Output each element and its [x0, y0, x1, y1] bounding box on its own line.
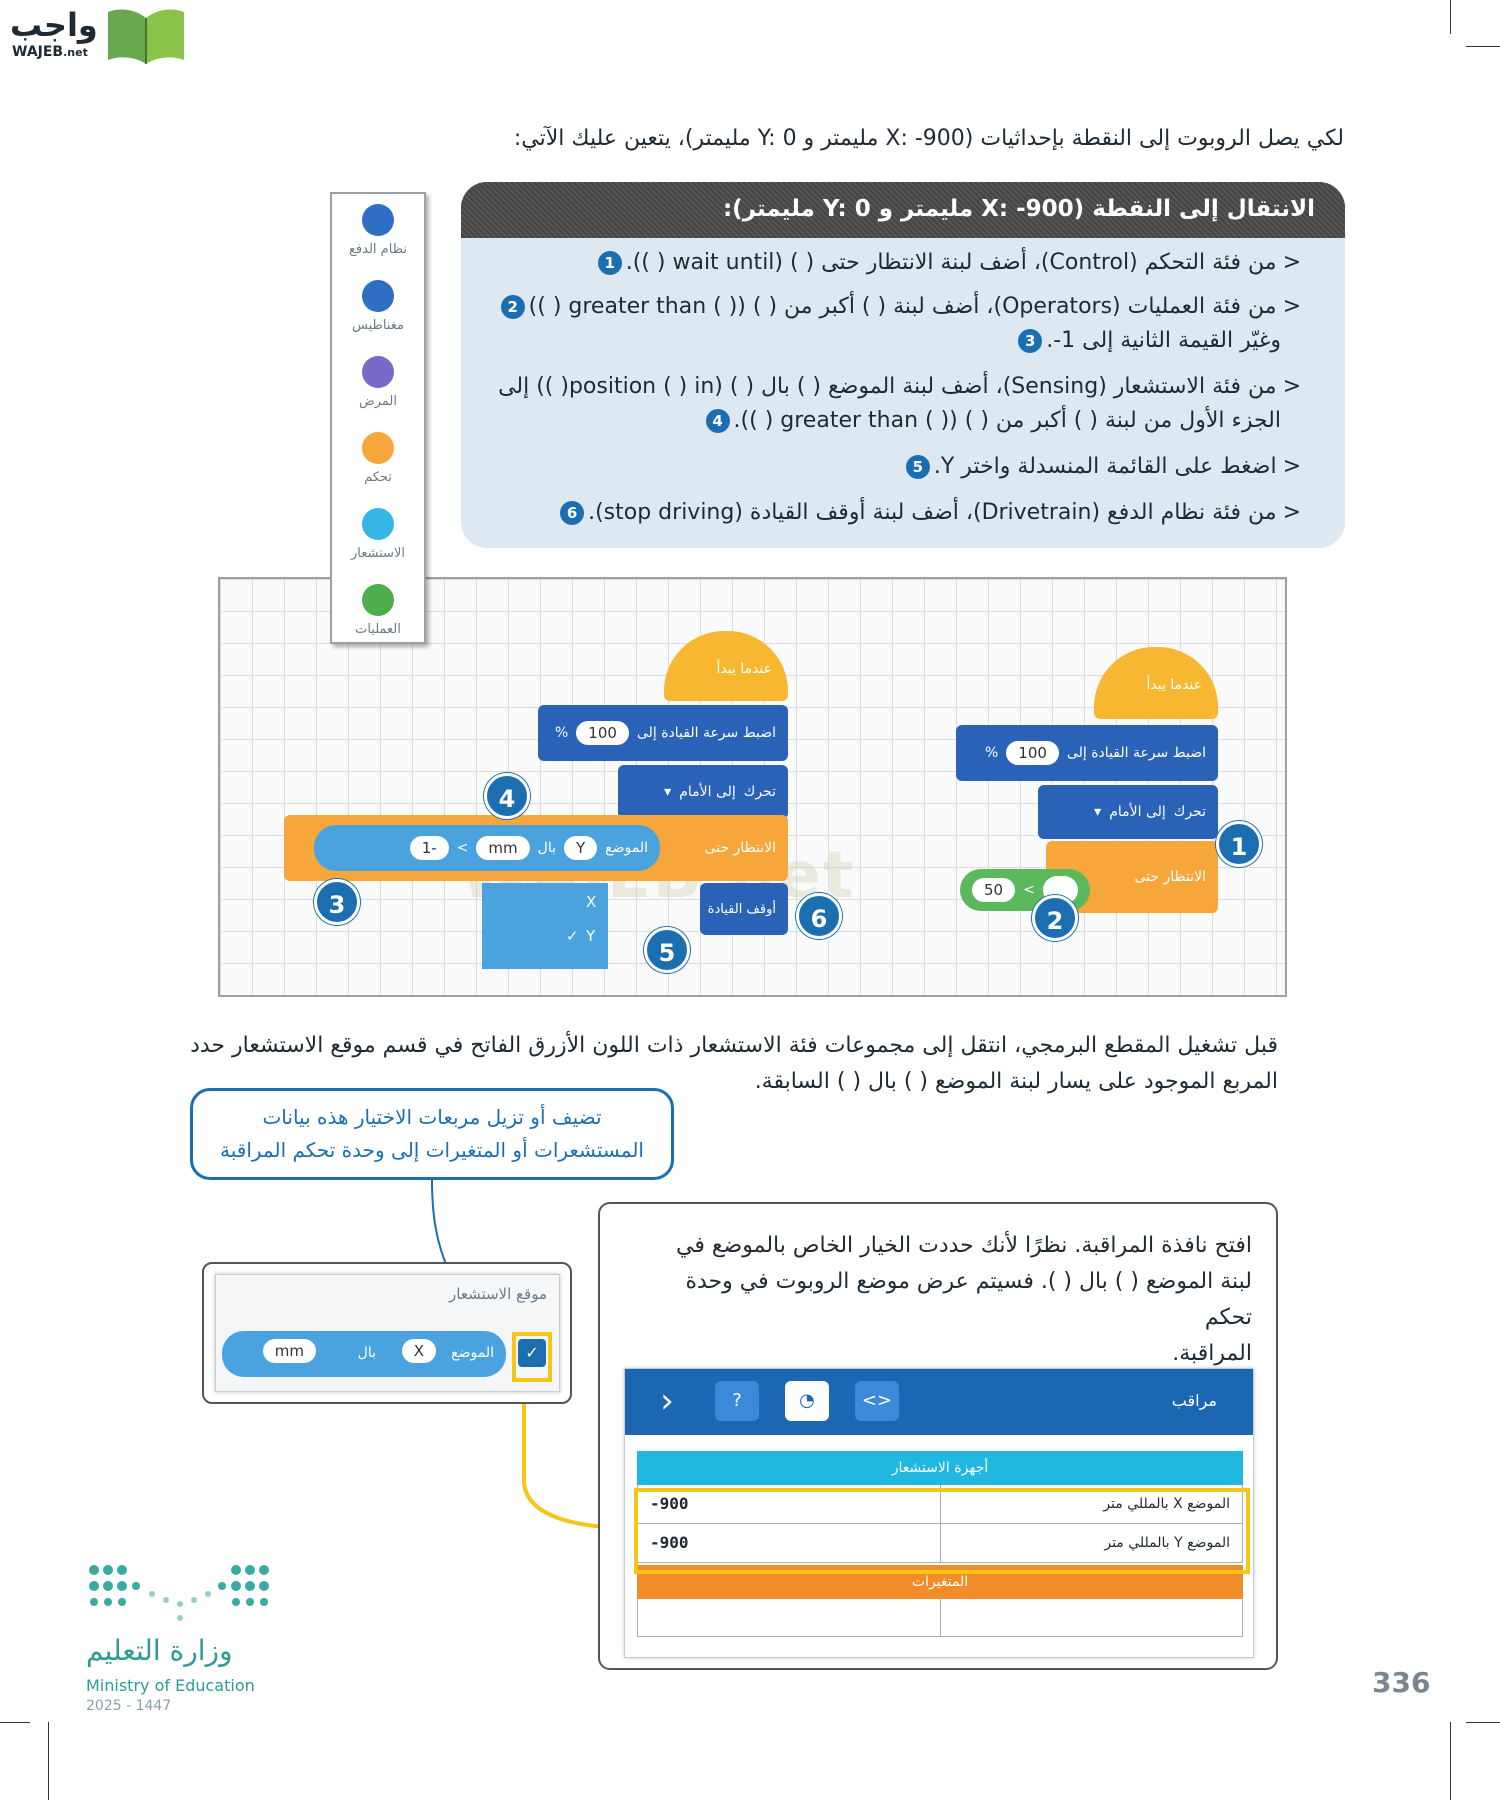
- value-neg1-input[interactable]: -1: [409, 836, 449, 860]
- brand-latin: WAJEB.net: [12, 44, 88, 60]
- step-line-3b: الجزء الأول من لبنة ( ) أكبر من ( ) (( )…: [702, 408, 1281, 433]
- greater-than-block-2[interactable]: الموضع Y بال mm > -1: [314, 825, 660, 871]
- position-checkbox[interactable]: ✓: [518, 1339, 546, 1367]
- trim-mark: [1466, 1722, 1500, 1723]
- monitor-instructions: افتح نافذة المراقبة. نظرًا لأنك حددت الخ…: [676, 1233, 1252, 1366]
- step-badge: 4: [705, 409, 730, 433]
- step-badge-3: 3: [314, 879, 360, 925]
- monitor-toolbar: › ? ◔ <> مراقب: [625, 1369, 1253, 1435]
- steps-title: الانتقال إلى النقطة (X: -900 مليمتر و Y:…: [461, 182, 1345, 238]
- axis-dropdown-menu: X Y ✓: [482, 883, 608, 969]
- step-badge: 1: [597, 251, 622, 275]
- category-magnet[interactable]: مغناطيس: [332, 280, 424, 333]
- dropdown-arrow-icon: ▾: [1094, 804, 1102, 820]
- check-icon: ✓: [566, 927, 579, 945]
- value-50-input[interactable]: 50: [972, 878, 1016, 902]
- position-block[interactable]: الموضع X بال mm: [222, 1331, 506, 1377]
- ministry-name-arabic: وزارة التعليم: [86, 1634, 233, 1667]
- dropdown-arrow-icon: ▾: [664, 784, 672, 800]
- instructions-paragraph: قبل تشغيل المقطع البرمجي، انتقل إلى مجمو…: [190, 1033, 1278, 1094]
- category-dot-icon: [362, 280, 394, 312]
- category-sensing[interactable]: الاستشعار: [332, 508, 424, 561]
- category-operators[interactable]: العمليات: [332, 584, 424, 637]
- sensor-panel-title: موقع الاستشعار: [449, 1285, 547, 1303]
- help-icon[interactable]: ?: [715, 1381, 759, 1421]
- when-started-hat-block[interactable]: عندما يبدأ: [664, 631, 788, 701]
- chevron-right-icon[interactable]: ›: [660, 1381, 674, 1421]
- when-started-hat-block[interactable]: عندما يبدأ: [1094, 647, 1218, 719]
- checkbox-highlight: [512, 1332, 552, 1382]
- intro-text: لكي يصل الروبوت إلى النقطة بإحداثيات (X:…: [513, 126, 1344, 151]
- brand-arabic: واجب: [10, 6, 98, 44]
- trim-mark: [1466, 46, 1500, 47]
- checkbox-callout: تضيف أو تزيل مربعات الاختيار هذه بيانات …: [190, 1088, 674, 1180]
- step-line-2b: وغيّر القيمة الثانية إلى 1-.3: [1014, 328, 1281, 353]
- category-dot-icon: [362, 432, 394, 464]
- axis-dropdown[interactable]: Y: [564, 836, 598, 860]
- category-looks[interactable]: المرض: [332, 356, 424, 409]
- sensor-value: -900: [638, 1524, 941, 1562]
- sensors-header: أجهزة الاستشعار: [637, 1451, 1243, 1485]
- rows-highlight: [634, 1488, 1250, 1574]
- step-badge: 3: [1018, 329, 1043, 353]
- category-dot-icon: [362, 508, 394, 540]
- step-line-2: <من فئة العمليات (Operators)، أضف لبنة (…: [497, 294, 1301, 319]
- sensor-label: الموضع Y بالمللي متر: [1104, 1535, 1230, 1551]
- drive-forward-block[interactable]: تحرك إلى الأمام ▾: [1038, 785, 1218, 839]
- unit-dropdown[interactable]: mm: [476, 836, 530, 860]
- dropdown-option-x[interactable]: X: [586, 893, 597, 911]
- step-line-1: <من فئة التحكم (Control)، أضف لبنة الانت…: [594, 250, 1301, 275]
- step-badge: 6: [560, 501, 585, 525]
- step-line-4: <اضغط على القائمة المنسدلة واختر Y.5: [902, 454, 1301, 479]
- dropdown-option-y[interactable]: Y: [586, 927, 596, 945]
- monitor-gauge-icon[interactable]: ◔: [785, 1381, 829, 1421]
- category-palette: نظام الدفع مغناطيس المرض تحكم الاستشعار …: [330, 192, 426, 644]
- drive-forward-block[interactable]: تحرك إلى الأمام ▾: [618, 765, 788, 819]
- category-dot-icon: [362, 356, 394, 388]
- table-row: -900 الموضع Y بالمللي متر: [637, 1524, 1243, 1563]
- unit-dropdown[interactable]: mm: [262, 1339, 316, 1363]
- step-badge: 5: [905, 455, 930, 479]
- step-badge-1: 1: [1216, 821, 1262, 867]
- steps-box: الانتقال إلى النقطة (X: -900 مليمتر و Y:…: [461, 182, 1345, 548]
- category-dot-icon: [362, 584, 394, 616]
- code-canvas: WAJEB.net عندما يبدأ اضبط سرعة القيادة إ…: [218, 577, 1287, 997]
- trim-mark: [48, 1722, 49, 1800]
- category-drivetrain[interactable]: نظام الدفع: [332, 204, 424, 257]
- set-drive-speed-block[interactable]: اضبط سرعة القيادة إلى 100 %: [956, 725, 1218, 781]
- table-row: -900 الموضع X بالمللي متر: [637, 1485, 1243, 1524]
- step-line-3: <من فئة الاستشعار (Sensing)، أضف لبنة ال…: [498, 374, 1301, 399]
- step-badge-4: 4: [484, 773, 530, 819]
- sensor-position-panel: موقع الاستشعار الموضع X بال mm ✓: [215, 1274, 560, 1392]
- book-logo-icon: [108, 9, 184, 64]
- code-view-icon[interactable]: <>: [855, 1381, 899, 1421]
- category-dot-icon: [362, 204, 394, 236]
- axis-dropdown[interactable]: X: [401, 1339, 436, 1363]
- page-number: 336: [1372, 1666, 1431, 1699]
- step-line-5: <من فئة نظام الدفع (Drivetrain)، أضف لبن…: [556, 500, 1301, 525]
- sensor-value: -900: [638, 1485, 941, 1523]
- set-drive-speed-block[interactable]: اضبط سرعة القيادة إلى 100 %: [538, 705, 788, 761]
- trim-mark: [1450, 1722, 1451, 1800]
- stop-driving-block[interactable]: أوقف القيادة: [700, 883, 788, 935]
- speed-value-input[interactable]: 100: [1006, 741, 1059, 765]
- category-control[interactable]: تحكم: [332, 432, 424, 485]
- speed-value-input[interactable]: 100: [576, 721, 629, 745]
- trim-mark: [1450, 0, 1451, 34]
- step-badge-2: 2: [1032, 895, 1078, 941]
- ministry-name-english: Ministry of Education: [86, 1676, 255, 1695]
- ministry-year: 2025 - 1447: [86, 1698, 172, 1714]
- monitor-window: › ? ◔ <> مراقب أجهزة الاستشعار -900 المو…: [624, 1368, 1254, 1658]
- step-badge: 2: [500, 295, 525, 319]
- monitor-title: مراقب: [1171, 1391, 1217, 1410]
- trim-mark: [0, 1722, 30, 1723]
- step-badge-6: 6: [796, 893, 842, 939]
- sensor-label: الموضع X بالمللي متر: [1103, 1496, 1230, 1512]
- table-row: [637, 1599, 1243, 1637]
- step-badge-5: 5: [644, 927, 690, 973]
- ministry-logo-icon: [89, 1565, 269, 1621]
